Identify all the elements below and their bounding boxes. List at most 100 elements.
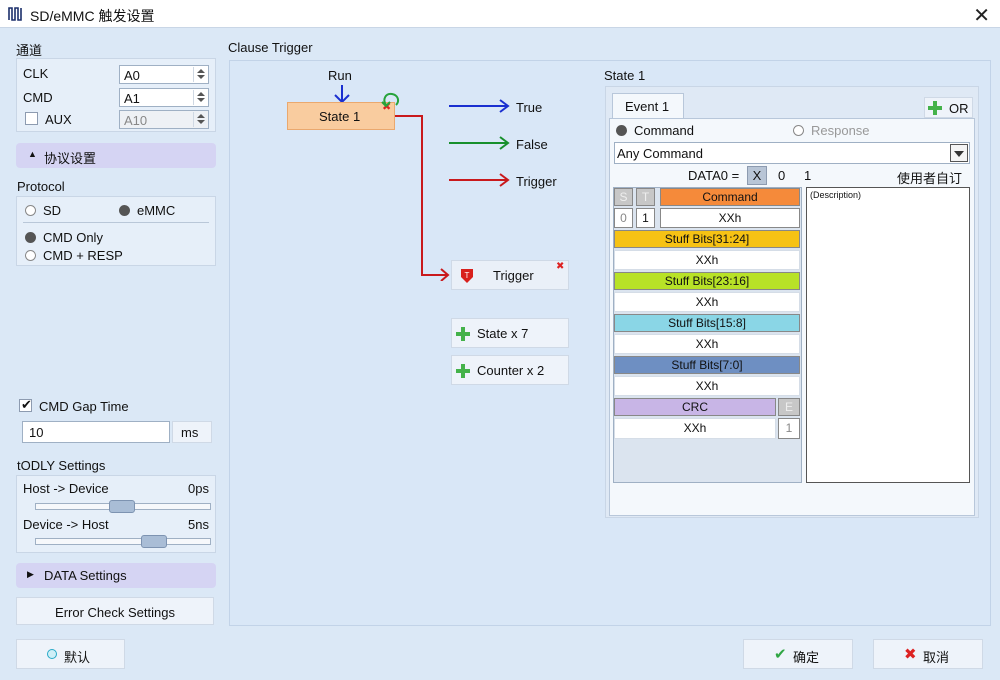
todly-panel: Host -> Device 0ps Device -> Host 5ns xyxy=(16,475,216,553)
false-arrow-icon xyxy=(449,136,510,150)
trigger-arrow-icon xyxy=(449,173,510,187)
cmd-resp-label: CMD + RESP xyxy=(43,248,123,263)
stuff-bits-23-16-value[interactable]: XXh xyxy=(614,292,800,312)
stuff-bits-15-8-field: Stuff Bits[15:8] xyxy=(614,314,800,332)
protocol-heading: Protocol xyxy=(17,179,65,194)
add-counter-button[interactable]: Counter x 2 xyxy=(451,355,569,385)
clk-spin-icon[interactable] xyxy=(193,67,207,82)
t-field: T xyxy=(636,188,655,206)
user-custom-label: 使用者自订 xyxy=(897,171,963,186)
data0-x-button[interactable]: X xyxy=(747,166,767,185)
channel-panel: CLK A0 CMD A1 AUX A10 xyxy=(16,58,216,132)
loop-arrow-icon xyxy=(381,92,400,108)
default-button[interactable]: 默认 xyxy=(16,639,125,669)
cmd-select[interactable]: A1 xyxy=(119,88,209,107)
command-value[interactable]: XXh xyxy=(660,208,800,228)
cmd-label: CMD xyxy=(23,90,53,105)
e-value[interactable]: 1 xyxy=(778,418,800,439)
aux-label: AUX xyxy=(45,112,72,127)
crc-value[interactable]: XXh xyxy=(614,418,776,439)
data0-label: DATA0 = xyxy=(688,168,740,183)
sd-label: SD xyxy=(43,203,62,218)
state1-delete-icon[interactable]: ✖ xyxy=(382,101,392,113)
cancel-button[interactable]: ✖ 取消 xyxy=(873,639,983,669)
or-button[interactable]: OR xyxy=(924,97,973,118)
check-icon: ✔ xyxy=(774,646,787,663)
data-settings-button[interactable]: ▶ DATA Settings xyxy=(16,563,216,588)
window-title: SD/eMMC 触发设置 xyxy=(30,8,155,24)
command-radio[interactable] xyxy=(616,125,627,136)
command-field: Command xyxy=(660,188,800,206)
stuff-bits-23-16-field: Stuff Bits[23:16] xyxy=(614,272,800,290)
add-state-label: State x 7 xyxy=(477,326,529,341)
device-host-slider-thumb[interactable] xyxy=(141,535,167,548)
state-panel: Event 1 OR Command Response Any Command … xyxy=(605,86,979,518)
close-icon[interactable]: ✕ xyxy=(973,5,990,27)
stuff-bits-7-0-value[interactable]: XXh xyxy=(614,376,800,396)
error-check-label: Error Check Settings xyxy=(55,605,175,620)
state1-box[interactable]: State 1 xyxy=(287,102,395,130)
ok-button[interactable]: ✔ 确定 xyxy=(743,639,853,669)
stuff-bits-15-8-value[interactable]: XXh xyxy=(614,334,800,354)
event-panel: Command Response Any Command DATA0 = X 0… xyxy=(609,118,975,516)
trigger-delete-icon[interactable]: ✖ xyxy=(556,261,565,272)
trigger-label: Trigger xyxy=(516,174,557,189)
stuff-bits-31-24-field: Stuff Bits[31:24] xyxy=(614,230,800,248)
clk-select[interactable]: A0 xyxy=(119,65,209,84)
triangle-right-icon: ▶ xyxy=(27,569,34,579)
protocol-settings-button[interactable]: ▲ 协议设置 xyxy=(16,143,216,168)
t-value[interactable]: 1 xyxy=(636,208,655,228)
host-device-slider-thumb[interactable] xyxy=(109,500,135,513)
plus-icon xyxy=(456,364,470,378)
command-select[interactable]: Any Command xyxy=(614,142,970,164)
x-icon: ✖ xyxy=(904,646,917,663)
svg-text:T: T xyxy=(465,271,470,280)
crc-field: CRC xyxy=(614,398,776,416)
s-value[interactable]: 0 xyxy=(614,208,633,228)
protocol-settings-label: 协议设置 xyxy=(44,151,97,166)
state1-label: State 1 xyxy=(319,109,361,124)
todly-heading: tODLY Settings xyxy=(17,458,106,473)
tab-event1[interactable]: Event 1 xyxy=(612,93,684,118)
plus-icon xyxy=(456,327,470,341)
false-label: False xyxy=(516,137,548,152)
command-label: Command xyxy=(634,123,694,138)
response-radio[interactable] xyxy=(793,125,804,136)
data0-zero-button[interactable]: 0 xyxy=(778,168,786,183)
device-host-label: Device -> Host xyxy=(23,517,109,532)
trigger-box-label: Trigger xyxy=(493,268,534,283)
state-panel-heading: State 1 xyxy=(604,68,646,83)
cmd-resp-radio[interactable] xyxy=(25,250,36,261)
stuff-bits-31-24-value[interactable]: XXh xyxy=(614,250,800,270)
cmd-only-label: CMD Only xyxy=(43,230,103,245)
chevron-down-icon[interactable] xyxy=(950,144,968,162)
cmd-gap-checkbox[interactable]: ✔ xyxy=(19,397,32,412)
cmd-spin-icon[interactable] xyxy=(193,90,207,105)
run-label: Run xyxy=(328,68,352,83)
clause-panel: Run State 1 ✖ True False Trigger T Trigg… xyxy=(229,60,991,626)
description-area[interactable]: (Description) xyxy=(806,187,970,483)
channel-heading: 通道 xyxy=(16,43,43,58)
trigger-shield-icon: T xyxy=(461,269,473,283)
add-state-button[interactable]: State x 7 xyxy=(451,318,569,348)
trigger-path xyxy=(395,115,450,281)
true-arrow-icon xyxy=(449,99,510,113)
reset-icon xyxy=(47,649,57,659)
aux-spin-icon xyxy=(193,112,207,127)
aux-checkbox[interactable] xyxy=(25,112,38,125)
cmd-gap-unit: ms xyxy=(172,421,212,443)
trigger-box[interactable]: T Trigger ✖ xyxy=(451,260,569,290)
clk-label: CLK xyxy=(23,66,49,81)
check-icon: ✔ xyxy=(21,397,32,412)
device-host-value: 5ns xyxy=(188,517,209,532)
error-check-button[interactable]: Error Check Settings xyxy=(16,597,214,625)
cmd-gap-input[interactable]: 10 xyxy=(22,421,170,443)
device-host-slider[interactable] xyxy=(35,538,211,545)
e-field: E xyxy=(778,398,800,416)
protocol-panel: SD eMMC CMD Only CMD + RESP xyxy=(16,196,216,266)
emmc-radio[interactable] xyxy=(119,205,130,216)
cmd-only-radio[interactable] xyxy=(25,232,36,243)
sd-radio[interactable] xyxy=(25,205,36,216)
data0-one-button[interactable]: 1 xyxy=(804,168,812,183)
host-device-value: 0ps xyxy=(188,481,209,496)
